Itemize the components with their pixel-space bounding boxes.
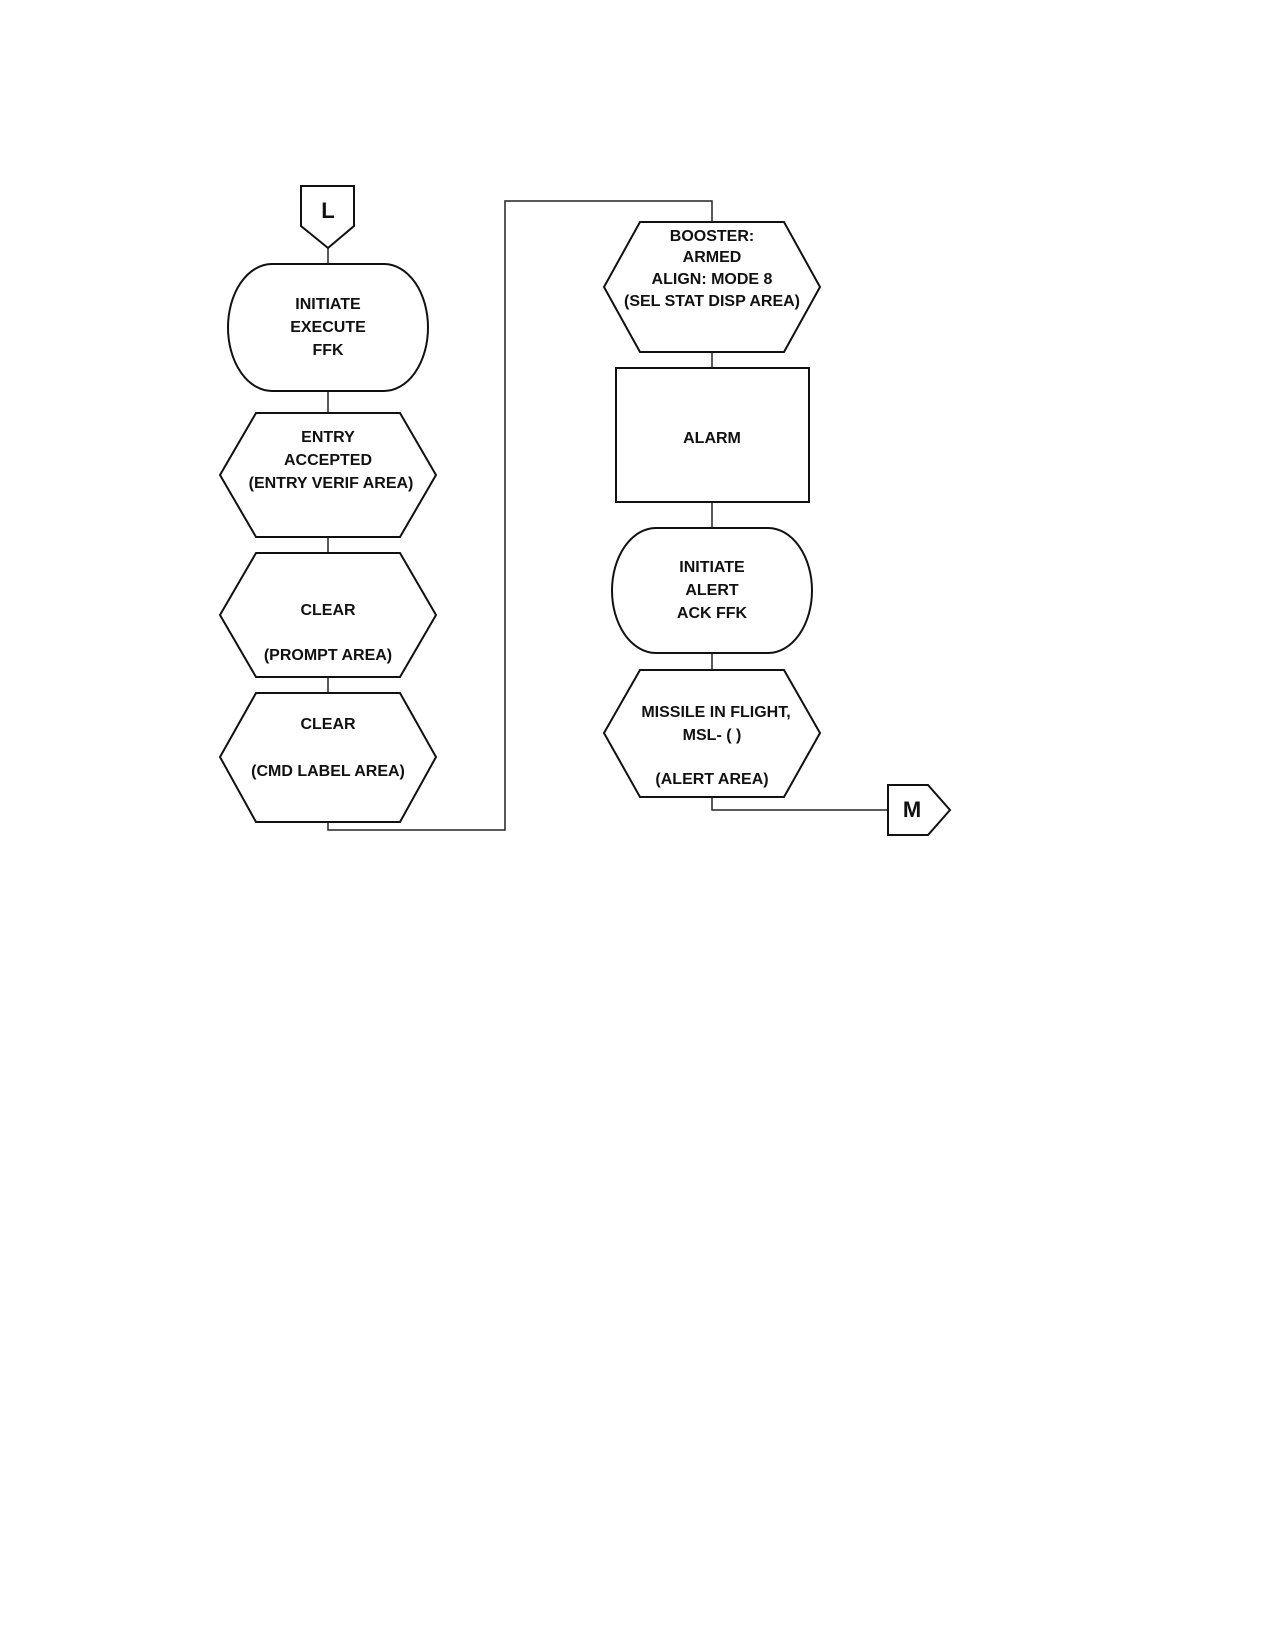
clear-cmd-label-area-box: CLEAR (CMD LABEL AREA) <box>218 692 438 823</box>
connector-l-label: L <box>321 198 334 223</box>
initiate-alert-line-3: ACK FFK <box>677 605 748 622</box>
initiate-alert-line-2: ALERT <box>685 582 739 599</box>
clear-cmd-line-2: (CMD LABEL AREA) <box>251 763 405 780</box>
entry-accepted-line-3: (ENTRY VERIF AREA) <box>249 475 414 492</box>
clear-prompt-area-box: CLEAR (PROMPT AREA) <box>218 552 438 678</box>
entry-accepted-line-1: ENTRY <box>301 429 355 446</box>
alarm-box: ALARM <box>615 367 810 503</box>
clear-prompt-line-1: CLEAR <box>300 602 356 619</box>
missile-line-2: MSL- ( ) <box>683 727 742 744</box>
initiate-execute-line-1: INITIATE <box>295 296 361 313</box>
connector-lines <box>327 200 888 831</box>
booster-line-3: ALIGN: MODE 8 <box>652 271 773 288</box>
missile-in-flight-box: MISSILE IN FLIGHT, MSL- ( ) (ALERT AREA) <box>602 669 822 798</box>
entry-accepted-line-2: ACCEPTED <box>284 452 372 469</box>
missile-line-1: MISSILE IN FLIGHT, <box>641 704 790 721</box>
alarm-label: ALARM <box>683 430 741 447</box>
entry-accepted-box: ENTRY ACCEPTED (ENTRY VERIF AREA) <box>218 412 438 538</box>
initiate-alert-line-1: INITIATE <box>679 559 745 576</box>
clear-cmd-line-1: CLEAR <box>300 716 356 733</box>
connector-m-label: M <box>903 797 921 822</box>
booster-line-2: ARMED <box>683 249 742 266</box>
initiate-execute-ffk-box: INITIATE EXECUTE FFK <box>227 263 429 392</box>
offpage-connector-l: L <box>300 185 355 250</box>
clear-prompt-line-2: (PROMPT AREA) <box>264 647 392 664</box>
initiate-execute-line-2: EXECUTE <box>290 319 366 336</box>
missile-line-3: (ALERT AREA) <box>655 771 768 788</box>
offpage-connector-m: M <box>887 784 952 836</box>
initiate-alert-ack-ffk-box: INITIATE ALERT ACK FFK <box>611 527 813 654</box>
booster-armed-box: BOOSTER: ARMED ALIGN: MODE 8 (SEL STAT D… <box>602 221 822 353</box>
booster-line-4: (SEL STAT DISP AREA) <box>624 293 800 310</box>
initiate-execute-line-3: FFK <box>312 342 344 359</box>
booster-line-1: BOOSTER: <box>670 228 754 245</box>
